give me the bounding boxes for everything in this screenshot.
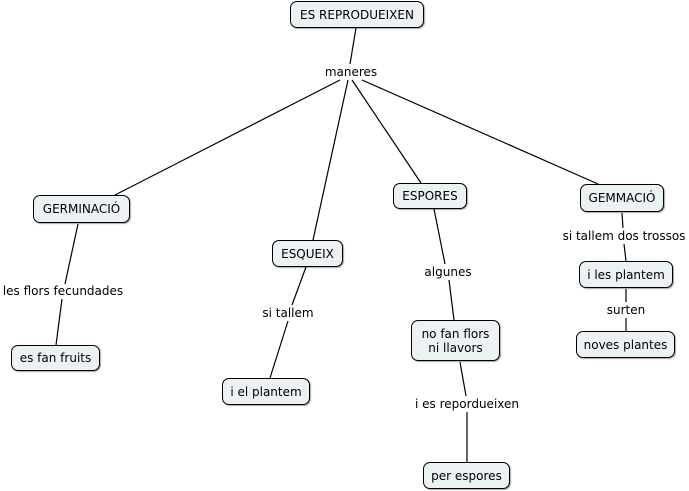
connector-label-fanfruits bbox=[55, 298, 63, 346]
connector-maneres-gemmacio bbox=[361, 79, 599, 185]
node-noves-plantes[interactable]: noves plantes bbox=[576, 331, 675, 358]
connector-maneres-esqueix bbox=[312, 79, 349, 241]
link-label-maneres: maneres bbox=[322, 65, 380, 79]
link-label-si-tallem-dos-trossos: si tallem dos trossos bbox=[560, 229, 688, 243]
node-espores[interactable]: ESPORES bbox=[393, 183, 467, 209]
connector-esqueix-label bbox=[291, 266, 307, 306]
connector-nofanflors-label bbox=[459, 361, 467, 397]
node-es-fan-fruits[interactable]: es fan fruits bbox=[11, 345, 100, 371]
node-i-les-plantem[interactable]: i les plantem bbox=[579, 261, 673, 288]
connector-gemmacio-label bbox=[621, 212, 624, 229]
node-germinacio[interactable]: GERMINACIÓ bbox=[33, 195, 130, 223]
connector-espores-label bbox=[433, 208, 446, 265]
link-label-algunes: algunes bbox=[423, 265, 473, 279]
link-label-surten: surten bbox=[604, 303, 648, 317]
connector-maneres-espores bbox=[351, 79, 422, 184]
node-no-fan-flors[interactable]: no fan flors ni llavors bbox=[411, 320, 500, 361]
connector-root-maneres bbox=[349, 27, 357, 65]
connector-label-elplantem bbox=[269, 320, 289, 379]
node-per-espores[interactable]: per espores bbox=[423, 462, 510, 489]
node-es-reprodueixen[interactable]: ES REPRODUEIXEN bbox=[290, 1, 424, 28]
connector-germinacio-label bbox=[64, 223, 79, 285]
node-esqueix[interactable]: ESQUEIX bbox=[272, 240, 343, 267]
connector-label-nofanflors bbox=[448, 279, 455, 321]
link-label-les-flors-fecundades: les flors fecundades bbox=[2, 284, 124, 298]
node-gemmacio[interactable]: GEMMACIÓ bbox=[580, 184, 664, 212]
node-i-el-plantem[interactable]: i el plantem bbox=[222, 378, 310, 405]
link-label-i-es-repordueixen: i es repordueixen bbox=[413, 397, 521, 411]
link-label-si-tallem: si tallem bbox=[259, 306, 317, 320]
connector-maneres-germinacio bbox=[114, 79, 341, 196]
connector-label-lesplantem bbox=[623, 243, 627, 262]
